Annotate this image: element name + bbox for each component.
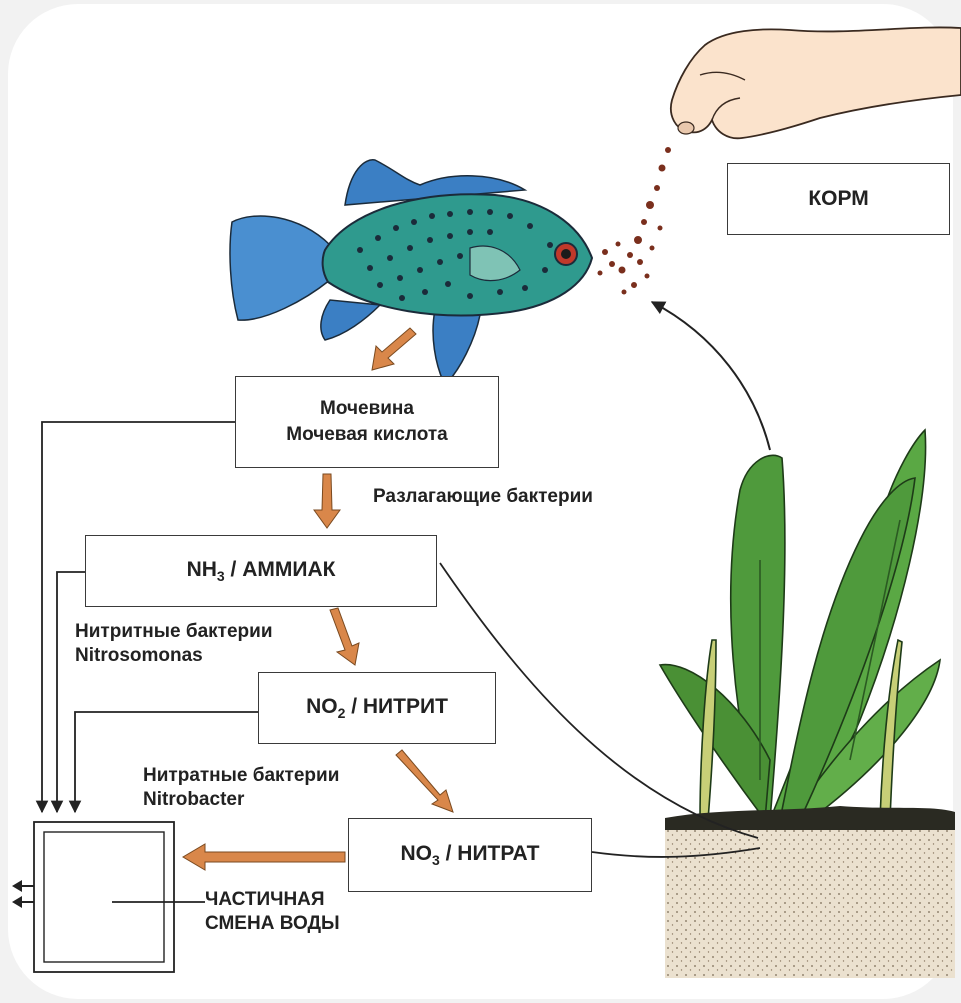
urea-line1: Мочевина <box>320 396 414 422</box>
decomposers-label: Разлагающие бактерии <box>373 485 593 509</box>
nitrite-bacteria-label: Нитритные бактерии Nitrosomonas <box>75 620 273 668</box>
urea-line2: Мочевая кислота <box>286 422 448 448</box>
nitrate-label: NO3 / НИТРАТ <box>401 842 540 868</box>
nitrate-box: NO3 / НИТРАТ <box>348 818 592 892</box>
nitrite-box: NO2 / НИТРИТ <box>258 672 496 744</box>
nitrite-name: / НИТРИТ <box>345 695 448 718</box>
food-box: КОРМ <box>727 163 950 235</box>
ammonia-label: NH3 / АММИАК <box>187 558 336 584</box>
nitrite-bacteria-line2: Nitrosomonas <box>75 644 273 668</box>
nitrate-bacteria-label: Нитратные бактерии Nitrobacter <box>143 764 339 812</box>
nitrate-bacteria-line1: Нитратные бактерии <box>143 764 339 788</box>
water-change-line2: СМЕНА ВОДЫ <box>205 912 340 936</box>
nitrate-name: / НИТРАТ <box>440 842 540 865</box>
water-change-label: ЧАСТИЧНАЯ СМЕНА ВОДЫ <box>205 888 340 936</box>
ammonia-sub: 3 <box>217 568 225 584</box>
ammonia-name: / АММИАК <box>225 558 336 581</box>
nitrite-chem: NO <box>306 695 338 718</box>
nitrite-bacteria-line1: Нитритные бактерии <box>75 620 273 644</box>
soil-block <box>665 806 955 978</box>
urea-box: Мочевина Мочевая кислота <box>235 376 499 468</box>
nitrate-chem: NO <box>401 842 433 865</box>
ammonia-box: NH3 / АММИАК <box>85 535 437 607</box>
ammonia-chem: NH <box>187 558 217 581</box>
water-change-line1: ЧАСТИЧНАЯ <box>205 888 340 912</box>
nitrate-sub: 3 <box>432 852 440 868</box>
nitrite-label: NO2 / НИТРИТ <box>306 695 448 721</box>
nitrate-bacteria-line2: Nitrobacter <box>143 788 339 812</box>
food-label: КОРМ <box>808 187 868 211</box>
